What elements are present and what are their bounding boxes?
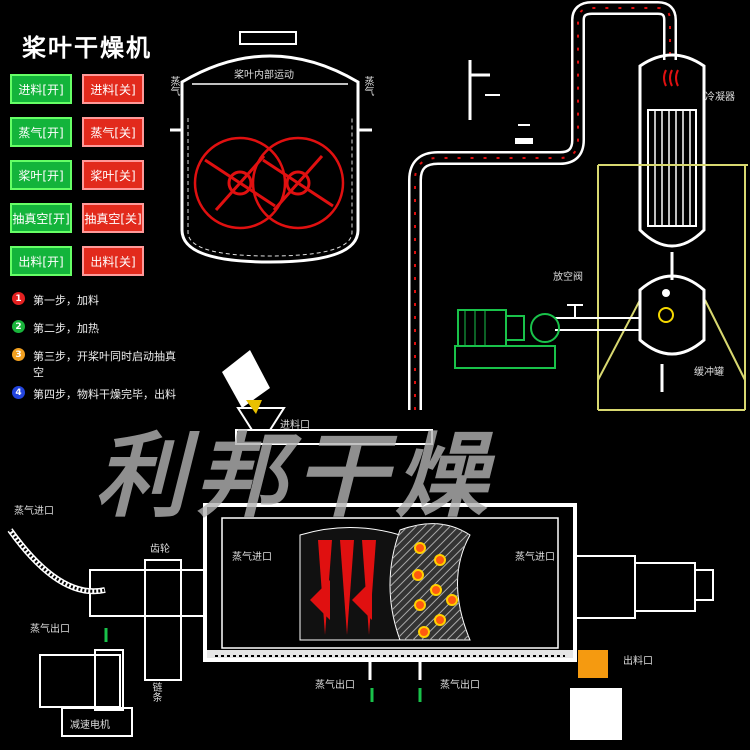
button-on-0[interactable]: 进料[开] <box>10 74 72 104</box>
step-item: 4 第四步，物料干燥完毕，出料 <box>12 386 182 402</box>
condenser <box>638 53 706 280</box>
buffer-tank <box>555 164 748 411</box>
button-off-4[interactable]: 出料[关] <box>82 246 144 276</box>
step-item: 2 第二步，加热 <box>12 320 182 336</box>
label-steam-left: 蒸气 <box>168 76 179 96</box>
step-text: 第三步，开桨叶同时启动抽真空 <box>33 350 176 379</box>
button-on-2[interactable]: 桨叶[开] <box>10 160 72 190</box>
label-vent-valve: 放空阀 <box>553 272 583 283</box>
step-number-icon: 1 <box>12 292 25 305</box>
step-number-icon: 3 <box>12 348 25 361</box>
label-steam-right: 蒸气 <box>362 76 373 96</box>
label-gear: 齿轮 <box>150 544 170 555</box>
label-reducer-motor: 减速电机 <box>70 720 110 731</box>
label-steam-outlet-left: 蒸气出口 <box>30 624 70 635</box>
button-off-2[interactable]: 桨叶[关] <box>82 160 144 190</box>
feed-hopper <box>222 350 433 445</box>
step-text: 第四步，物料干燥完毕，出料 <box>33 388 176 401</box>
label-steam-outlet-mid: 蒸气出口 <box>315 680 355 691</box>
button-on-1[interactable]: 蒸气[开] <box>10 117 72 147</box>
vacuum-pump <box>454 309 560 369</box>
watermark: 利邦干燥 <box>95 422 496 530</box>
vacuum-pipe <box>408 1 677 410</box>
step-item: 3 第三步，开桨叶同时启动抽真空 <box>12 348 182 380</box>
button-on-4[interactable]: 出料[开] <box>10 246 72 276</box>
label-steam-inlet: 蒸气进口 <box>14 506 54 517</box>
step-text: 第一步，加料 <box>33 294 99 307</box>
button-off-0[interactable]: 进料[关] <box>82 74 144 104</box>
button-off-1[interactable]: 蒸气[关] <box>82 117 144 147</box>
label-steam-inlet-top-right: 蒸气进口 <box>515 552 555 563</box>
button-on-3[interactable]: 抽真空[开] <box>10 203 72 233</box>
label-condenser: 冷凝器 <box>705 92 735 103</box>
main-dryer <box>7 503 714 740</box>
step-text: 第二步，加热 <box>33 322 99 335</box>
label-steam-outlet-right: 蒸气出口 <box>440 680 480 691</box>
step-number-icon: 2 <box>12 320 25 333</box>
button-off-3[interactable]: 抽真空[关] <box>82 203 144 233</box>
label-steam-inlet-top-left: 蒸气进口 <box>232 552 272 563</box>
step-item: 1 第一步，加料 <box>12 292 182 308</box>
label-feed-port: 进料口 <box>280 420 310 431</box>
label-buffer-tank: 缓冲罐 <box>694 367 724 378</box>
label-chain: 链条 <box>150 682 161 702</box>
step-number-icon: 4 <box>12 386 25 399</box>
page-title: 桨叶干燥机 <box>22 34 152 62</box>
cross-section <box>170 31 372 264</box>
label-inner-motion: 桨叶内部运动 <box>234 70 294 81</box>
label-discharge: 出料口 <box>623 656 653 667</box>
